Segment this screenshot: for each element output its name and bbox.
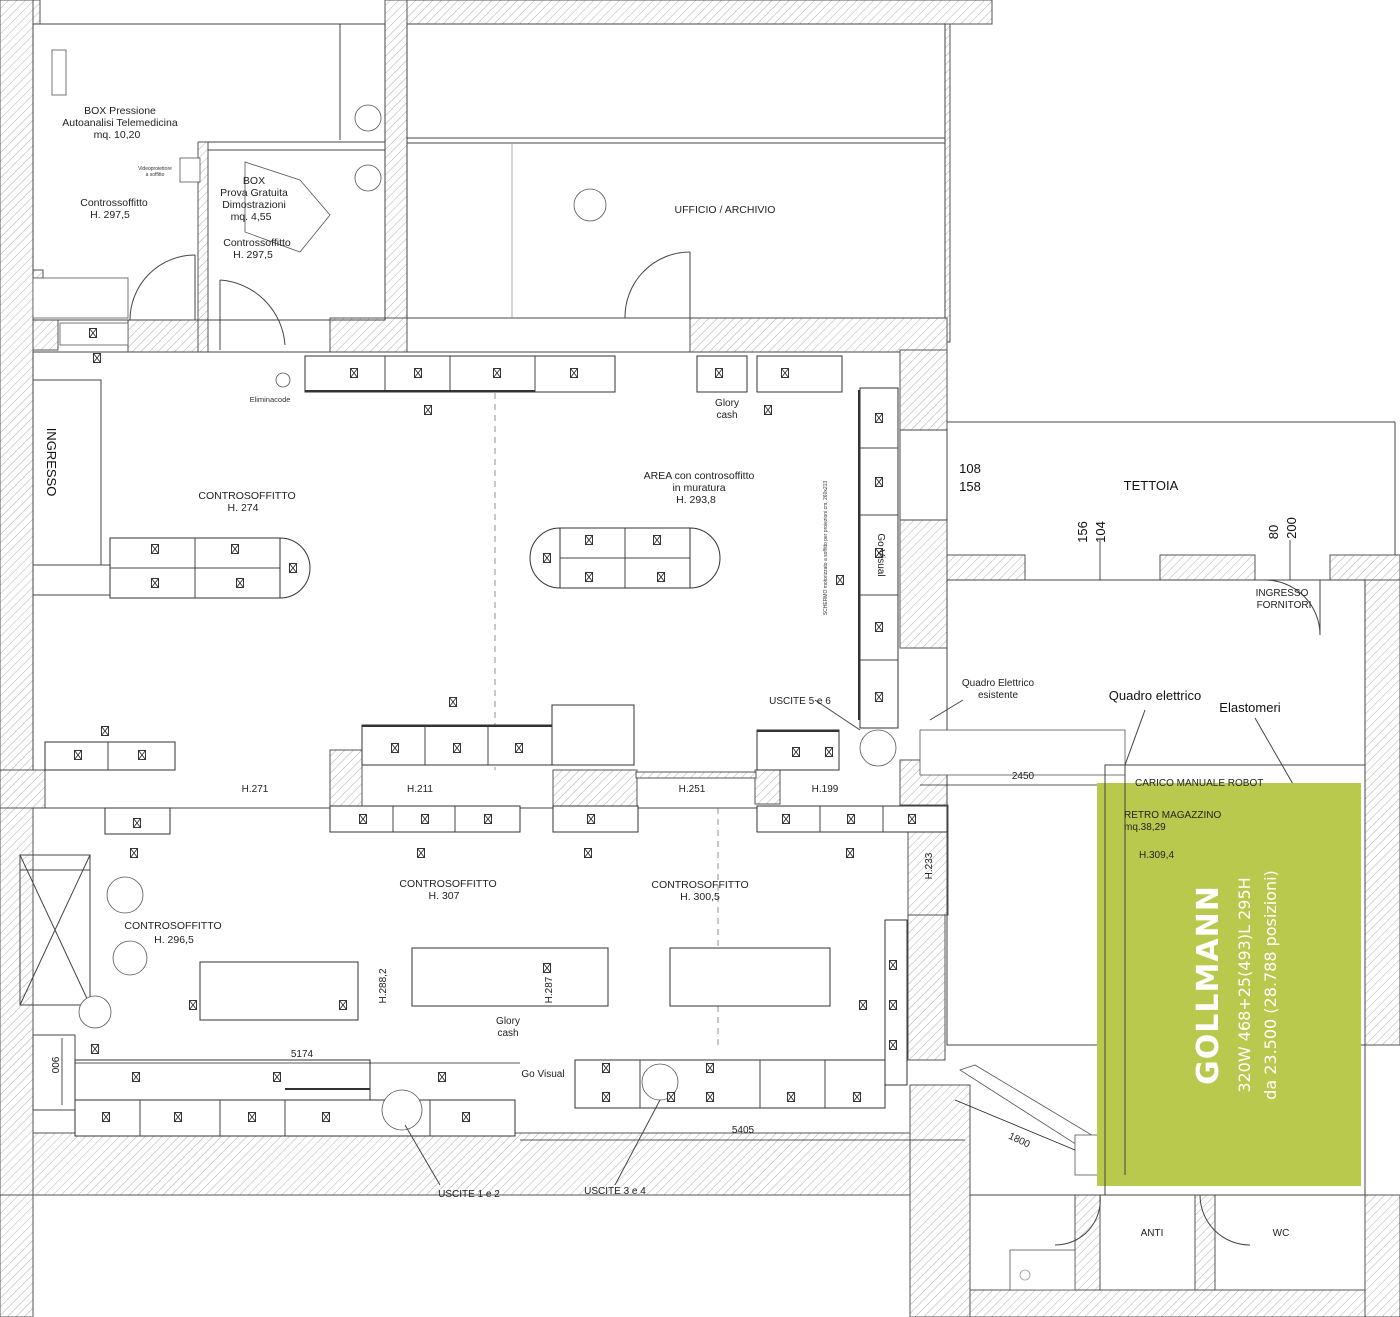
robot-area: GOLLMANN 320W 468+25(493)L 295H da 23.50… [1097,764,1366,1196]
videoproiettore-label-1: Videoproiettore [138,166,172,172]
glory-cash-bottom-line2: cash [497,1028,518,1039]
height-2882: H.288,2 [378,968,389,1003]
box-prova-ceiling-height: H. 297,5 [233,249,273,261]
box-pressione-title: BOX Pressione [84,105,156,117]
controsoffitto-3005-height: H. 300,5 [680,891,720,903]
area-muratura-line2: in muratura [672,482,725,494]
uscite-5-6-label: USCITE 5 e 6 [769,696,831,707]
eliminacode-label: Eliminacode [250,395,291,404]
dim-2450: 2450 [1012,771,1035,782]
retro-magazzino-height: H.309,4 [1139,850,1174,861]
go-visual-vertical: Go Visual [875,533,886,576]
box-prova-line2: Prova Gratuita [220,187,288,199]
room-labels: BOX Pressione Autoanalisi Telemedicina m… [44,105,1311,1239]
schermo-label: SCHERMO motorizzato a soffitto per proie… [823,481,829,616]
height-251: H.251 [679,784,706,795]
box-pressione-ceiling-height: H. 297,5 [90,209,130,221]
ingresso-title: INGRESSO [44,428,59,497]
retro-magazzino-area: mq.38,29 [1124,822,1166,833]
controsoffitto-274-height: H. 274 [228,502,259,514]
dim-156: 156 [1075,521,1090,543]
dimension-values: 108 158 156 104 80 200 2450 5174 900 540… [49,461,1299,1151]
anti-title: ANTI [1141,1228,1164,1239]
dim-5405: 5405 [732,1125,755,1136]
box-pressione-ceiling-label: Controssoffitto [80,197,148,209]
controsoffitto-2965-height: H. 296,5 [154,934,194,946]
doors [129,251,1321,1246]
quadro-elettrico-label: Quadro elettrico [1109,688,1202,703]
glory-cash-bottom-line1: Glory [496,1016,520,1027]
box-prova-area: mq. 4,55 [231,211,272,223]
dim-1800: 1800 [1007,1131,1032,1151]
dim-200: 200 [1284,517,1299,539]
box-prova-ceiling-label: Controssoffitto [223,237,291,249]
videoproiettore-label-2: a soffitto [146,172,165,178]
dim-900: 900 [49,1057,60,1074]
equipment-labels: Eliminacode Glory cash Go Visual SCHERMO… [250,372,1281,1200]
height-labels: H.271 H.211 H.251 H.199 H.233 H.288,2 H.… [242,784,935,1004]
uscite-3-4-label: USCITE 3 e 4 [584,1186,646,1197]
height-211: H.211 [407,784,433,795]
height-287: H.287 [544,976,555,1003]
robot-capacity: da 23.500 (28.788 posizioni) [1261,870,1280,1100]
area-muratura-line1: AREA con controsoffitto [644,470,755,482]
glory-cash-top-line2: cash [716,410,737,421]
controsoffitto-307-height: H. 307 [429,890,460,902]
box-prova-title: BOX [243,175,265,187]
robot-footprint [1097,783,1361,1186]
area-muratura-height: H. 293,8 [676,494,716,506]
tettoia-title: TETTOIA [1124,478,1179,493]
uscite-1-2-label: USCITE 1 e 2 [438,1189,500,1200]
height-233: H.233 [924,852,935,879]
quadro-esistente-line1: Quadro Elettrico [962,678,1035,689]
controsoffitto-3005-label: CONTROSOFFITTO [651,879,748,891]
quadro-esistente-line2: esistente [978,690,1018,701]
controsoffitto-307-label: CONTROSOFFITTO [399,878,496,890]
dim-80: 80 [1266,525,1281,539]
ingresso-fornitori-line2: FORNITORI [1257,600,1312,611]
height-271: H.271 [242,784,269,795]
wc-title: WC [1273,1228,1290,1239]
elastomeri-label: Elastomeri [1219,700,1281,715]
box-pressione-area: mq. 10,20 [94,129,141,141]
dim-104: 104 [1093,521,1108,543]
ingresso-fornitori-line1: INGRESSO [1256,588,1309,599]
dim-5174: 5174 [291,1049,314,1060]
glory-cash-top-line1: Glory [715,398,739,409]
controsoffitto-2965-label: CONTROSOFFITTO [124,920,221,932]
go-visual-bottom: Go Visual [521,1069,564,1080]
robot-brand: GOLLMANN [1191,885,1226,1085]
controsoffitto-274-label: CONTROSOFFITTO [198,490,295,502]
robot-spec: 320W 468+25(493)L 295H [1235,877,1254,1092]
dim-158: 158 [959,479,981,494]
box-pressione-subtitle: Autoanalisi Telemedicina [62,117,178,129]
retro-magazzino-title: RETRO MAGAZZINO [1124,810,1221,821]
ufficio-title: UFFICIO / ARCHIVIO [675,204,776,216]
dimension-lines [61,540,1306,1186]
carico-manuale-label: CARICO MANUALE ROBOT [1135,778,1263,789]
height-199: H.199 [812,784,839,795]
box-prova-line3: Dimostrazioni [222,199,286,211]
dim-108: 108 [959,461,981,476]
